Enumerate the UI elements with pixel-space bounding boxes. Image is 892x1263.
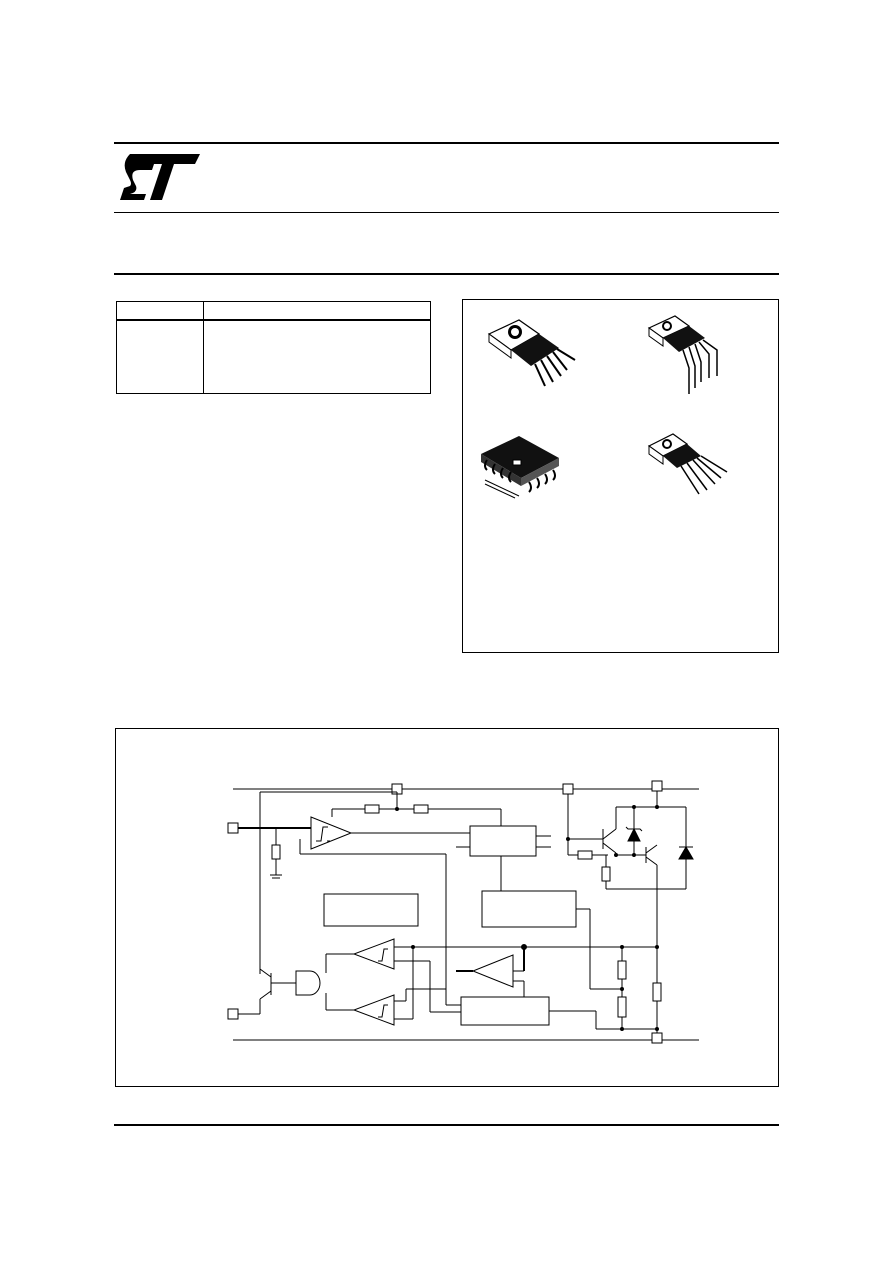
block-diagram-circuit-icon [227, 780, 699, 1044]
top-rule [114, 142, 779, 144]
package-to220-5-icon [487, 319, 576, 387]
package-images-box [462, 299, 779, 653]
header-rule [114, 212, 779, 213]
spec-table [116, 301, 431, 394]
title-rule [114, 273, 779, 275]
st-logo-icon [120, 154, 200, 200]
footer-rule [114, 1124, 779, 1126]
package-smd-power-icon [481, 436, 559, 499]
table-column-divider [203, 302, 204, 393]
package-to220-horizontal-icon [647, 433, 728, 495]
package-to220-lead-bent-icon [647, 315, 718, 394]
table-header-divider [117, 319, 430, 321]
block-diagram-frame [115, 728, 779, 1087]
